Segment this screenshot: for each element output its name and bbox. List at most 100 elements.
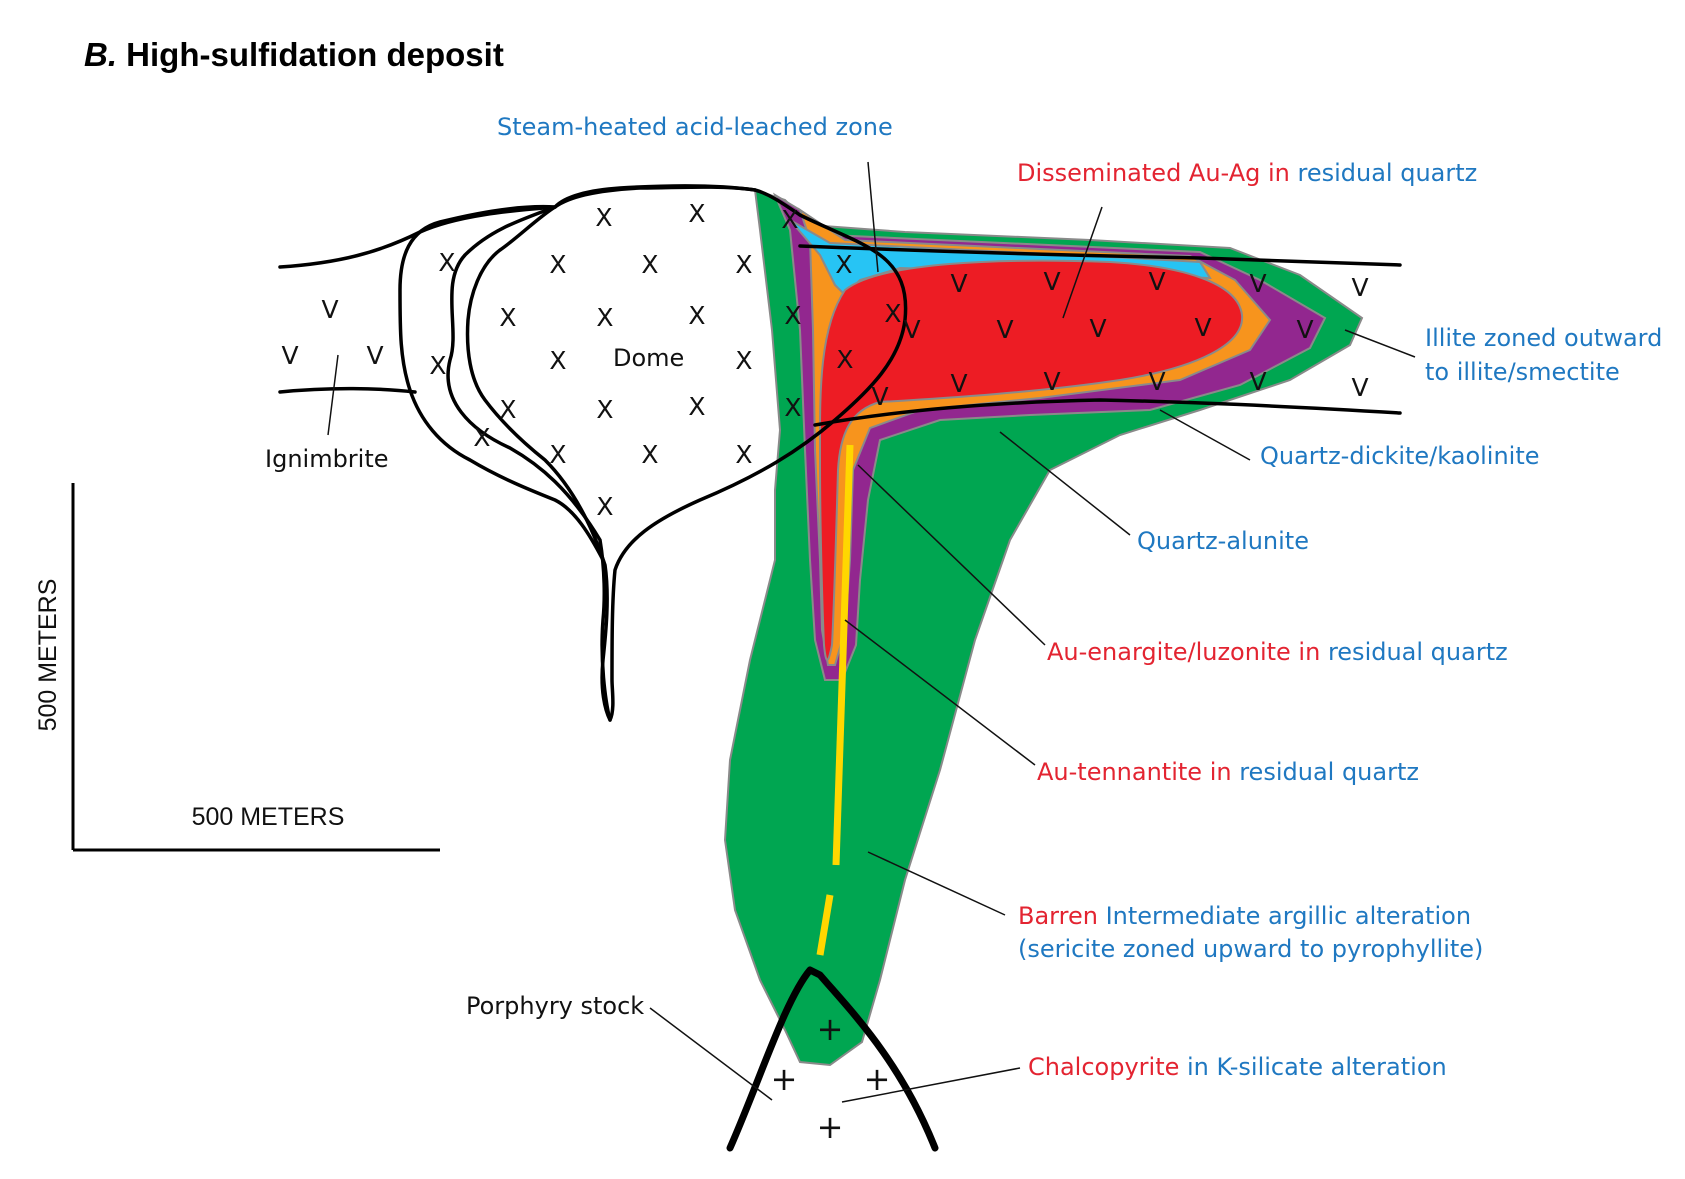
dome-symbol: X	[836, 345, 853, 374]
label-barren-blue: Intermediate argillic alteration	[1105, 902, 1472, 930]
volcanic-symbol: V	[1249, 269, 1266, 298]
ore-vein	[816, 444, 854, 956]
label-chalcopyrite-red: Chalcopyrite	[1028, 1053, 1180, 1081]
label-quartz-alunite: Quartz-alunite	[1137, 527, 1309, 555]
dome-symbol: X	[784, 393, 801, 422]
label-chalcopyrite-blue: in K-silicate alteration	[1187, 1053, 1447, 1081]
label-disseminated: Disseminated Au-Ag in residual quartz	[1017, 157, 1477, 189]
leader-tennantite	[844, 619, 1036, 766]
leader-steam	[867, 161, 879, 273]
dome-symbol: X	[735, 346, 752, 375]
dome-symbol: X	[688, 199, 705, 228]
dome-symbol: X	[596, 395, 613, 424]
intrusive-symbol: +	[771, 1060, 798, 1098]
label-chalcopyrite: Chalcopyrite in K-silicate alteration	[1028, 1051, 1447, 1083]
dome-outer-outline	[446, 184, 757, 722]
ignimbrite-top-contact	[278, 205, 557, 269]
figure-title-text: High-sulfidation deposit	[126, 36, 504, 73]
label-porphyry-stock: Porphyry stock	[466, 992, 645, 1020]
rock-symbols: X X X X X X X X X X X X X X X X X X X X …	[281, 199, 1368, 1146]
dome-symbol: X	[781, 205, 798, 234]
dome-symbol: X	[499, 395, 516, 424]
volcanic-symbol: V	[1296, 315, 1313, 344]
dome-symbol: X	[735, 440, 752, 469]
label-barren-line-2: (sericite zoned upward to pyrophyllite)	[1018, 935, 1484, 963]
label-barren: Barren Intermediate argillic alteration	[1018, 900, 1471, 932]
horizontal-scale-label: 500 METERS	[192, 803, 345, 831]
volcanic-symbol: V	[871, 382, 888, 411]
volcanic-symbol: V	[950, 269, 967, 298]
volcanic-symbol: V	[1194, 313, 1211, 342]
volcanic-symbol: V	[1148, 367, 1165, 396]
leader-illite	[1344, 329, 1416, 358]
vein-segment	[832, 444, 854, 866]
leader-alunite	[999, 431, 1131, 536]
volcanic-symbol: V	[903, 315, 920, 344]
volcanic-symbol: V	[1043, 367, 1060, 396]
label-tennantite: Au-tennantite in residual quartz	[1037, 756, 1419, 788]
scale-bar: 500 METERS 500 METERS	[34, 483, 440, 852]
dome-outline	[465, 185, 908, 722]
dome-symbol: X	[735, 250, 752, 279]
figure-title: B. High-sulfidation deposit	[84, 36, 504, 74]
label-tennantite-red: Au-tennantite in	[1037, 758, 1232, 786]
dome-symbol: X	[641, 440, 658, 469]
volcanic-symbol: V	[1351, 373, 1368, 402]
porphyry-stock-outline	[726, 966, 939, 1152]
volcanic-symbol: V	[1249, 367, 1266, 396]
lithology-outlines	[278, 184, 1402, 1152]
label-enargite-blue: residual quartz	[1327, 638, 1508, 666]
label-illite-line-1: Illite zoned outward	[1425, 324, 1663, 352]
leader-barren	[867, 851, 1006, 916]
volcanic-symbol: V	[321, 295, 338, 324]
leader-ignimbrite	[327, 354, 339, 436]
vertical-scale-label: 500 METERS	[34, 579, 62, 732]
dome-symbol: X	[438, 248, 455, 277]
dome-symbol: X	[549, 346, 566, 375]
dome-symbol: X	[884, 299, 901, 328]
label-tennantite-blue: residual quartz	[1239, 758, 1419, 786]
dome-symbol: X	[596, 492, 613, 521]
leader-lines	[327, 161, 1416, 1103]
figure-panel-letter: B.	[84, 36, 117, 73]
volcanic-symbol: V	[1043, 267, 1060, 296]
leader-enargite	[857, 464, 1046, 646]
upper-volcanic-contact	[798, 244, 1402, 267]
dome-symbol: X	[429, 351, 446, 380]
ignimbrite-base-contact	[278, 386, 417, 394]
volcanic-symbol: V	[950, 369, 967, 398]
label-steam-heated: Steam-heated acid-leached zone	[497, 113, 893, 141]
dome-symbol: X	[641, 250, 658, 279]
dome-symbol: X	[596, 303, 613, 332]
label-quartz-dickite: Quartz-dickite/kaolinite	[1260, 442, 1540, 470]
label-barren-red: Barren	[1018, 902, 1098, 930]
volcanic-symbol: V	[1148, 267, 1165, 296]
left-body-outline	[398, 204, 605, 562]
volcanic-symbol: V	[996, 315, 1013, 344]
dome-symbol: X	[784, 301, 801, 330]
residual-quartz-zone	[818, 259, 1244, 661]
dome-symbol: X	[549, 440, 566, 469]
label-dome: Dome	[613, 344, 685, 372]
intrusive-symbol: +	[864, 1060, 891, 1098]
leader-dickite	[1159, 409, 1251, 461]
label-enargite-red: Au-enargite/luzonite in	[1047, 638, 1321, 666]
dome-symbol: X	[473, 423, 490, 452]
dome-symbol: X	[835, 250, 852, 279]
alteration-zones	[723, 188, 1364, 1067]
dome-symbol: X	[549, 250, 566, 279]
dome-symbol: X	[688, 301, 705, 330]
leader-porphyry	[649, 1007, 773, 1101]
volcanic-symbol: V	[1351, 273, 1368, 302]
volcanic-symbol: V	[366, 341, 383, 370]
dome-symbol: X	[688, 392, 705, 421]
vein-segment	[816, 894, 834, 956]
volcanic-symbol: V	[281, 341, 298, 370]
label-disseminated-red: Disseminated Au-Ag in	[1017, 159, 1290, 187]
lower-volcanic-contact	[813, 398, 1402, 427]
leader-chalcopyrite	[841, 1067, 1021, 1103]
label-disseminated-blue: residual quartz	[1297, 159, 1478, 187]
label-ignimbrite: Ignimbrite	[265, 445, 389, 473]
intrusive-symbol: +	[817, 1010, 844, 1048]
